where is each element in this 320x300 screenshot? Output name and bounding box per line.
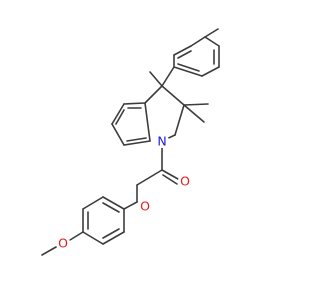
carbonyl-oxygen-atom: O bbox=[178, 174, 192, 189]
bond bbox=[41, 246, 57, 256]
bond bbox=[144, 85, 163, 104]
atom-label-o-ether: O bbox=[140, 199, 150, 214]
bond bbox=[149, 71, 163, 87]
atom-label-n: N bbox=[157, 134, 166, 149]
bond bbox=[183, 104, 205, 123]
bond bbox=[82, 196, 104, 210]
bond bbox=[161, 66, 175, 87]
molecule-drawing: N O O O bbox=[41, 28, 220, 256]
atom-label-o-carbonyl: O bbox=[180, 174, 190, 189]
bond bbox=[102, 228, 120, 239]
bond bbox=[183, 103, 209, 106]
bond bbox=[136, 169, 163, 186]
bond bbox=[82, 231, 104, 245]
bond bbox=[102, 196, 125, 210]
bond bbox=[174, 104, 185, 136]
bond bbox=[177, 50, 192, 59]
bond bbox=[123, 102, 146, 105]
bond bbox=[161, 85, 185, 106]
bonds bbox=[41, 28, 220, 256]
bond bbox=[190, 36, 206, 47]
bond bbox=[144, 102, 151, 142]
bond bbox=[204, 36, 220, 47]
bond bbox=[201, 66, 220, 77]
bond bbox=[111, 123, 125, 146]
bond bbox=[173, 45, 192, 56]
atom-label-o-methoxy: O bbox=[58, 236, 68, 251]
bond bbox=[111, 103, 125, 125]
bond bbox=[123, 140, 151, 146]
bond bbox=[69, 231, 84, 241]
structure-canvas: N O O O bbox=[41, 28, 220, 256]
atom-labels: N O O O bbox=[56, 134, 192, 251]
bond bbox=[115, 109, 125, 125]
bond bbox=[204, 28, 219, 38]
bond bbox=[123, 201, 138, 210]
bond bbox=[126, 137, 147, 142]
bond bbox=[162, 174, 178, 185]
nitrogen-atom: N bbox=[155, 134, 169, 149]
bond bbox=[102, 202, 120, 213]
bond bbox=[177, 63, 200, 72]
methoxy-oxygen-atom: O bbox=[56, 236, 70, 251]
bond bbox=[102, 231, 125, 245]
bond bbox=[173, 66, 203, 77]
ether-oxygen-atom: O bbox=[138, 199, 152, 214]
bond bbox=[161, 169, 179, 180]
